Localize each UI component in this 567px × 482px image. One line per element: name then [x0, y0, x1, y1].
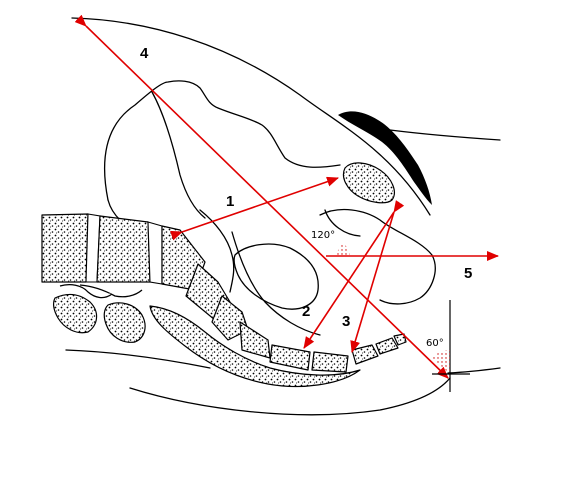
label-3: 3 [342, 313, 350, 330]
skin-fold-outline [389, 129, 501, 141]
coccyx-2 [311, 351, 349, 373]
coccyx-3 [351, 344, 379, 365]
sacrum-s4 [239, 321, 271, 359]
perineum-outline [447, 367, 501, 374]
vertebra-l4 [41, 213, 89, 283]
iliac-crest [151, 91, 206, 219]
back-outline [65, 349, 211, 369]
diameter-3-line [350, 211, 395, 353]
spinous-process-1 [52, 293, 98, 334]
buttock-outline [129, 377, 451, 416]
label-1: 1 [226, 193, 234, 210]
angle-120-shading [335, 243, 350, 256]
coccyx-4 [375, 337, 399, 355]
pubic-symphysis [342, 162, 395, 204]
angle-120-label: 120° [311, 230, 335, 241]
coccyx-1 [269, 344, 311, 371]
diameter-1-line [169, 176, 339, 241]
label-2: 2 [302, 303, 310, 320]
vertebra-l5 [96, 215, 151, 283]
angle-60-label: 60° [426, 338, 444, 349]
disc-l5 [147, 221, 163, 285]
label-4: 4 [140, 45, 149, 62]
spinous-process-2 [103, 302, 146, 343]
diameter-2-line [303, 200, 405, 349]
label-5: 5 [464, 265, 472, 282]
angle-60-shading [432, 349, 450, 374]
obturator-outline [233, 243, 319, 310]
